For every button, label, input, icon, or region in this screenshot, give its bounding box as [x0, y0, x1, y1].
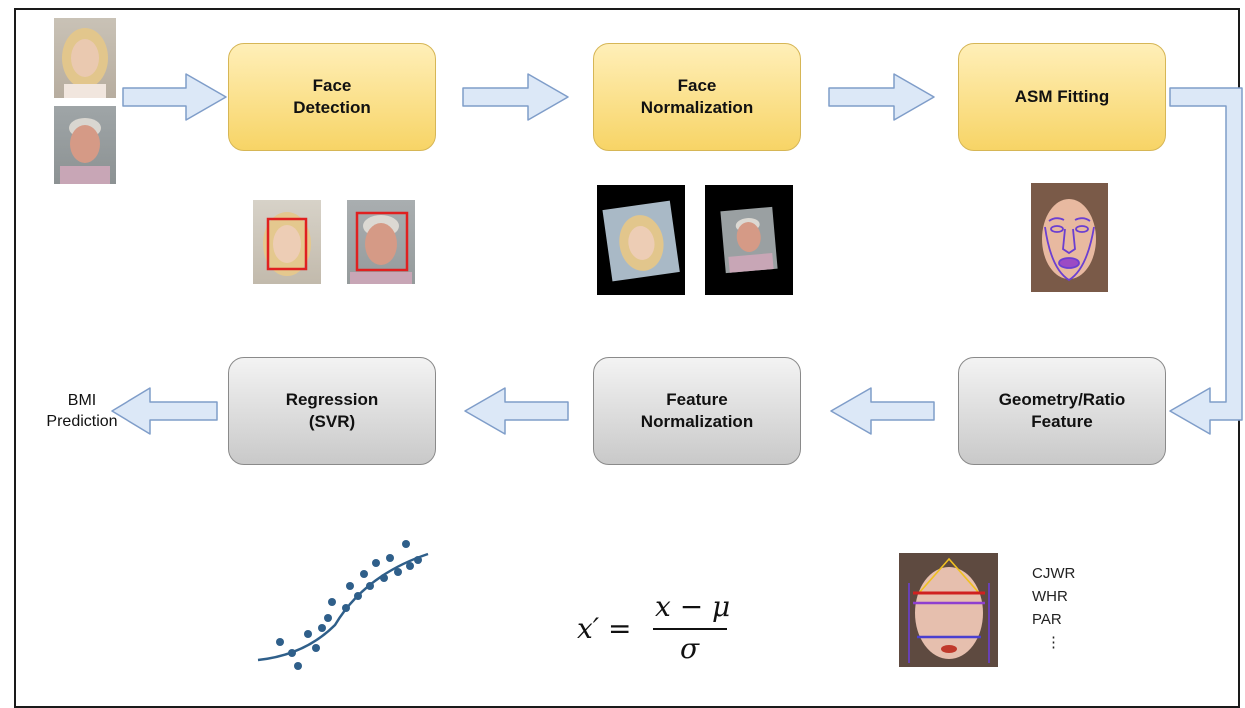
arrow-normalization-to-asm: [828, 73, 935, 121]
feature-list: CJWR WHR PAR ⋮: [1032, 562, 1075, 654]
detection-crop-woman: [253, 200, 321, 284]
normalized-crop-man: [705, 185, 793, 295]
formula-lhs: x′ =: [577, 612, 632, 645]
face-detection-step: Face Detection: [228, 43, 436, 151]
geometry-landmark-face: [899, 553, 998, 667]
asm-landmark-face: [1031, 183, 1108, 292]
face-normalization-step: Face Normalization: [593, 43, 801, 151]
regression-step: Regression (SVR): [228, 357, 436, 465]
input-photo-man: [54, 106, 116, 184]
geometry-ratio-feature-step: Geometry/Ratio Feature: [958, 357, 1166, 465]
feature-item: PAR: [1032, 611, 1062, 628]
arrow-geometry-to-feature-normalization: [830, 387, 935, 435]
normalized-crop-woman: [597, 185, 685, 295]
formula-fraction-bar: [653, 628, 727, 630]
feature-normalization-step: Feature Normalization: [593, 357, 801, 465]
arrow-detection-to-normalization: [462, 73, 569, 121]
asm-fitting-step: ASM Fitting: [958, 43, 1166, 151]
formula-numerator: x − μ: [655, 590, 731, 623]
arrow-input-to-detection: [122, 73, 227, 121]
arrow-regression-to-output: [111, 387, 218, 435]
normalization-formula: x′ = x − μ σ: [577, 590, 747, 670]
arrow-asm-to-geometry: [1169, 87, 1243, 435]
feature-item: ⋮: [1046, 634, 1061, 651]
svr-regression-illustration: [257, 540, 429, 670]
flow-arrows: [111, 73, 1243, 435]
bmi-prediction-label: BMI Prediction: [46, 392, 118, 430]
feature-item: WHR: [1032, 588, 1068, 605]
feature-item: CJWR: [1032, 565, 1076, 582]
input-photo-woman: [54, 18, 116, 98]
arrow-feature-normalization-to-regression: [464, 387, 569, 435]
formula-denominator: σ: [680, 632, 700, 665]
detection-crop-man: [347, 200, 415, 284]
